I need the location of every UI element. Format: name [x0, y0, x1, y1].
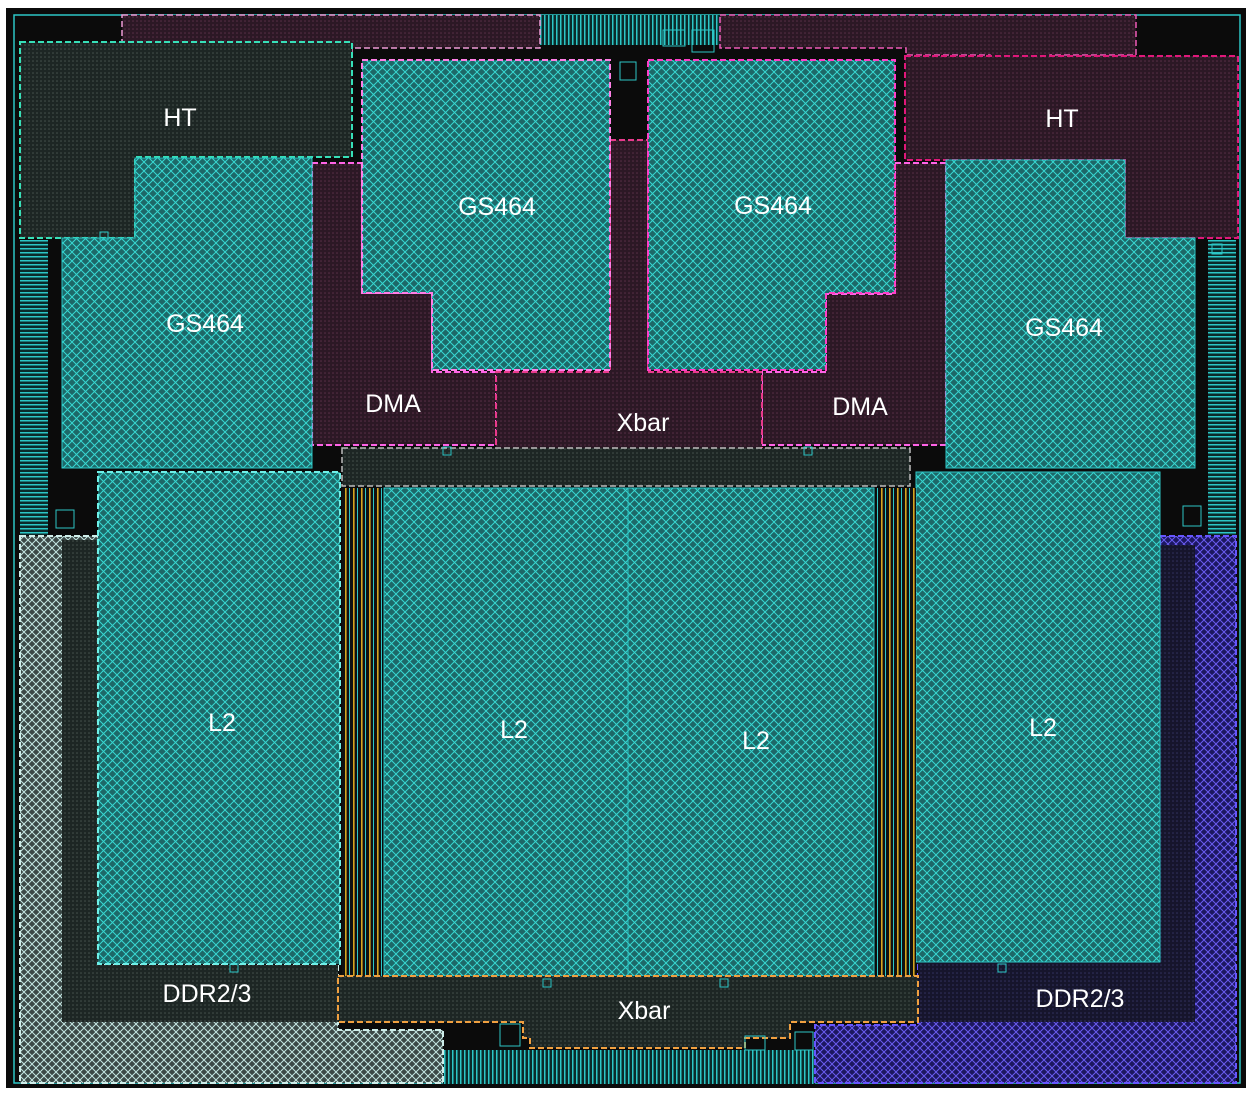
l2-block-4 — [915, 471, 1161, 963]
xbar-top-label: Xbar — [617, 409, 670, 437]
ddr-right-controller — [918, 545, 1195, 1022]
io-pad-strip-right — [1208, 240, 1236, 535]
xbar-bottom-label: Xbar — [618, 997, 671, 1025]
ht-left-block — [19, 41, 353, 239]
ddr-left-controller — [62, 540, 338, 1022]
ddr-left-label: DDR2/3 — [163, 980, 252, 1008]
l2-label-1: L2 — [208, 709, 236, 737]
gs464-right-block — [945, 159, 1196, 469]
io-pad-strip-left — [20, 240, 48, 535]
gs464-right-label: GS464 — [1025, 314, 1103, 342]
gs464-top-right-label: GS464 — [734, 192, 812, 220]
bus-bar-right — [876, 488, 916, 976]
ddr-right-label: DDR2/3 — [1036, 985, 1125, 1013]
l2-label-2: L2 — [500, 716, 528, 744]
gs464-top-left-block — [361, 59, 611, 371]
center-channel — [341, 447, 911, 487]
l2-label-4: L2 — [1029, 714, 1057, 742]
l2-block-1 — [97, 471, 341, 965]
io-pad-strip-bottom — [443, 1050, 815, 1084]
l2-block-3 — [627, 487, 875, 977]
dma-right-label: DMA — [832, 393, 888, 421]
io-pad-strip-top — [540, 15, 720, 45]
bus-bar-left — [342, 488, 382, 976]
ht-right-label: HT — [1045, 105, 1078, 133]
gs464-top-left-label: GS464 — [458, 193, 536, 221]
via-markers — [55, 29, 1223, 1051]
ht-right-block — [904, 55, 1239, 239]
ht-left-label: HT — [163, 104, 196, 132]
gs464-left-label: GS464 — [166, 310, 244, 338]
gs464-top-right-block — [647, 59, 896, 371]
l2-label-3: L2 — [742, 727, 770, 755]
gs464-left-block — [61, 157, 313, 469]
dma-left-label: DMA — [365, 390, 421, 418]
